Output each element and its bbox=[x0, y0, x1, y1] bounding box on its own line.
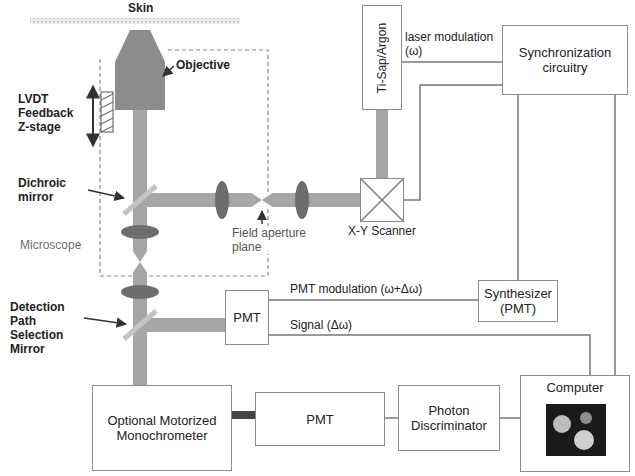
lens bbox=[121, 225, 159, 239]
objective-lens bbox=[115, 30, 165, 110]
signal-wire bbox=[269, 335, 590, 375]
part-label: LVDT Feedback Z-stage bbox=[18, 92, 84, 134]
laser-beam bbox=[376, 110, 388, 178]
scanner-mirror bbox=[360, 178, 404, 222]
computer-box: Computer bbox=[520, 375, 630, 472]
z-stage-hatch bbox=[101, 94, 113, 132]
z-stage bbox=[101, 92, 113, 132]
part-label: Field aperture plane bbox=[232, 226, 322, 254]
box-text: Photon Discriminator bbox=[403, 403, 495, 433]
leader-line bbox=[163, 66, 174, 76]
beam-detection bbox=[140, 318, 225, 332]
scanner-box: X-Y Scanner bbox=[360, 178, 404, 222]
signal-label: Signal (Δω) bbox=[290, 318, 352, 332]
part-label: Objective bbox=[176, 58, 256, 72]
box-text: Synchronization circuitry bbox=[507, 45, 623, 75]
cell-image bbox=[574, 430, 594, 450]
part-label: Skin bbox=[128, 1, 168, 15]
part-label: Microscope bbox=[20, 238, 95, 252]
box-text: Optional Motorized Monochrometer bbox=[97, 413, 227, 443]
focus-cut bbox=[250, 200, 274, 208]
monochromator-box: Optional Motorized Monochrometer bbox=[92, 385, 232, 471]
optical-coupling bbox=[232, 411, 255, 419]
beam-vertical bbox=[133, 108, 147, 385]
signal-label: laser modulation (ω) bbox=[405, 30, 499, 58]
box-text: PMT bbox=[306, 412, 333, 427]
pmt-box: PMT bbox=[225, 290, 269, 345]
skin-surface bbox=[30, 18, 240, 24]
part-label: Detection Path Selection Mirror bbox=[10, 300, 82, 356]
discriminator-box: Photon Discriminator bbox=[398, 385, 500, 451]
cell-image bbox=[580, 412, 592, 424]
box-text: Computer bbox=[546, 380, 603, 395]
leader-line bbox=[84, 318, 126, 324]
synthesizer-box: Synthesizer (PMT) bbox=[478, 280, 558, 322]
screen-image bbox=[546, 404, 606, 456]
lens bbox=[295, 181, 309, 219]
box-text: X-Y Scanner bbox=[348, 224, 416, 239]
laser-box: Ti-Sap/Argon bbox=[362, 5, 402, 110]
signal-label: PMT modulation (ω+Δω) bbox=[290, 282, 422, 296]
signal-wire bbox=[404, 85, 502, 200]
signal-wire bbox=[402, 61, 502, 63]
box-text: Synthesizer (PMT) bbox=[483, 286, 553, 316]
sync-box: Synchronization circuitry bbox=[502, 25, 628, 95]
scanner-mirror bbox=[360, 178, 404, 222]
cell-image bbox=[553, 415, 571, 433]
signal-wire bbox=[517, 95, 519, 280]
pmt-box: PMT bbox=[255, 392, 385, 446]
signal-wire bbox=[500, 417, 520, 419]
z-motion-arrow bbox=[92, 86, 94, 146]
selection-mirror bbox=[124, 311, 156, 339]
box-text: Ti-Sap/Argon bbox=[375, 22, 390, 92]
focus-cut bbox=[250, 192, 274, 200]
signal-wire bbox=[614, 95, 616, 375]
beam-excitation bbox=[140, 193, 360, 207]
focus-cut bbox=[132, 250, 140, 274]
signal-wire bbox=[385, 417, 398, 419]
leader-line bbox=[261, 211, 263, 224]
leader-line bbox=[88, 190, 124, 198]
box-text: PMT bbox=[233, 310, 260, 325]
lens bbox=[215, 181, 229, 219]
part-label: Dichroic mirror bbox=[18, 176, 86, 204]
focus-cut bbox=[140, 250, 148, 274]
dichroic-mirror bbox=[124, 186, 156, 214]
signal-wire bbox=[269, 299, 478, 301]
lens bbox=[121, 285, 159, 299]
